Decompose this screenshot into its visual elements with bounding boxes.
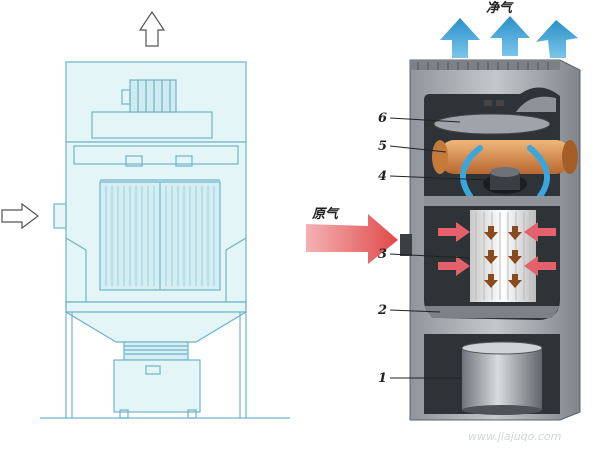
dust-drum-icon bbox=[461, 341, 543, 415]
leader-lines bbox=[389, 117, 489, 379]
label-raw-air: 原气 bbox=[311, 206, 340, 222]
left-drawing bbox=[1, 10, 290, 419]
right-illustration bbox=[306, 16, 581, 421]
airflow-curves-icon bbox=[459, 145, 551, 199]
label-6: 6 bbox=[378, 111, 387, 126]
inlet-arrow-icon bbox=[1, 202, 39, 230]
raw-air-arrow-icon bbox=[306, 214, 398, 264]
clean-air-arrows-icon bbox=[440, 16, 578, 58]
dirty-air-arrows-icon bbox=[438, 222, 556, 276]
label-2: 2 bbox=[377, 303, 387, 318]
filter-cartridge bbox=[470, 210, 536, 302]
label-clean-air: 净气 bbox=[486, 0, 514, 16]
motor-icon bbox=[483, 167, 527, 194]
label-4: 4 bbox=[378, 169, 387, 184]
hopper bbox=[65, 301, 247, 343]
dust-flow-arrows-icon bbox=[484, 226, 522, 288]
motor-icon bbox=[129, 79, 177, 113]
label-3: 3 bbox=[378, 247, 387, 262]
label-5: 5 bbox=[378, 139, 387, 154]
filter-cartridges bbox=[99, 179, 221, 291]
outlet-arrow-icon bbox=[138, 10, 166, 47]
base-plate bbox=[424, 306, 560, 318]
dust-bin bbox=[113, 359, 201, 413]
fan-icon bbox=[432, 140, 578, 174]
label-1: 1 bbox=[378, 371, 387, 386]
watermark: www.jiajuqo.com bbox=[468, 430, 561, 443]
